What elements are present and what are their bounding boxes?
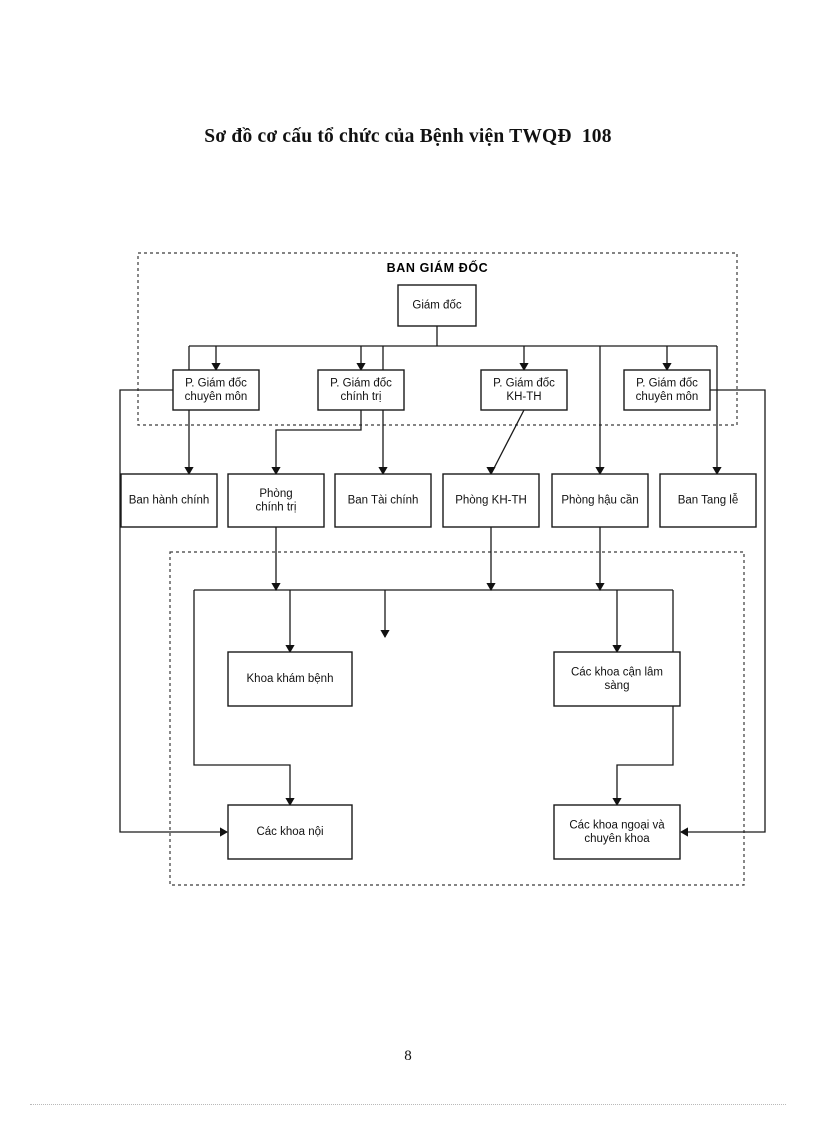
political-dept-elbow — [275, 410, 362, 474]
page-number: 8 — [404, 1048, 412, 1064]
group-label-ban-giam-doc: BAN GIÁM ĐỐC — [387, 260, 489, 275]
arrowhead-to-cac-khoa-can-lam-sang — [612, 645, 622, 653]
arrowhead-to-khoa-kham-benh — [285, 645, 295, 653]
node-label-phong-kh-th: Phòng KH-TH — [455, 495, 527, 507]
node-box-phong-hau-can[interactable] — [551, 473, 649, 528]
node-label-ban-tai-chinh: Ban Tài chính — [348, 495, 419, 507]
node-label-cac-khoa-can-lam-sang: Các khoa cận lâm — [571, 666, 663, 678]
node-pgd-chuyen-mon-1[interactable]: P. Giám đốc chuyên môn — [172, 369, 260, 411]
node-box-cac-khoa-can-lam-sang[interactable] — [553, 651, 681, 707]
node-box-ban-tang-le[interactable] — [659, 473, 757, 528]
node-box-phong-kh-th[interactable] — [442, 473, 540, 528]
khth-drop-line — [490, 409, 525, 475]
right-side-return-path — [681, 389, 766, 833]
node-label-pgd-chuyen-mon-2: P. Giám đốc — [636, 377, 698, 389]
node-label-cac-khoa-can-lam-sang: sàng — [605, 680, 630, 692]
node-cac-khoa-can-lam-sang[interactable]: Các khoa cận lâm sàng — [553, 651, 681, 707]
node-ban-hanh-chinh[interactable]: Ban hành chính — [120, 473, 218, 528]
arrowhead-to-ban-tai-chinh — [378, 467, 388, 475]
node-box-giam-doc[interactable] — [397, 284, 477, 327]
node-label-pgd-chuyen-mon-2: chuyên môn — [636, 391, 699, 403]
node-pgd-chinh-tri[interactable]: P. Giám đốc chính trị — [317, 369, 405, 411]
node-box-cac-khoa-ngoai[interactable] — [553, 804, 681, 860]
node-label-cac-khoa-ngoai: Các khoa ngoại và — [569, 819, 665, 831]
node-box-ban-tai-chinh[interactable] — [334, 473, 432, 528]
node-box-pgd-kh-th[interactable] — [480, 369, 568, 411]
node-label-pgd-chinh-tri: P. Giám đốc — [330, 377, 392, 389]
node-label-pgd-chuyen-mon-1: P. Giám đốc — [185, 377, 247, 389]
node-label-phong-hau-can: Phòng hậu cần — [561, 495, 638, 507]
left-side-return-path — [119, 389, 227, 833]
arrowhead-to-pgd-chinh-tri — [356, 363, 366, 371]
arrowhead-into-clinical-bus-phong-kh-th — [486, 583, 496, 591]
node-pgd-chuyen-mon-2[interactable]: P. Giám đốc chuyên môn — [623, 369, 711, 411]
node-box-phong-chinh-tri[interactable] — [227, 473, 325, 528]
node-phong-kh-th[interactable]: Phòng KH-TH — [442, 473, 540, 528]
node-box-pgd-chuyen-mon-1[interactable] — [172, 369, 260, 411]
node-label-phong-chinh-tri: Phòng — [259, 488, 292, 500]
node-ban-tang-le[interactable]: Ban Tang lễ — [659, 473, 757, 528]
node-label-pgd-kh-th: P. Giám đốc — [493, 377, 555, 389]
node-phong-hau-can[interactable]: Phòng hậu cần — [551, 473, 649, 528]
arrowhead-into-cac-khoa-noi-left — [220, 827, 228, 837]
node-box-cac-khoa-noi[interactable] — [227, 804, 353, 860]
arrowhead-to-pgd-chuyen-mon-2 — [662, 363, 672, 371]
group-boundary-khoi-chuyen-mon — [169, 551, 745, 886]
arrowhead-to-cac-khoa-ngoai — [612, 798, 622, 806]
node-box-ban-hanh-chinh[interactable] — [120, 473, 218, 528]
arrowhead-to-cac-khoa-noi — [285, 798, 295, 806]
page-title: Sơ đồ cơ cấu tổ chức của Bệnh viện TWQĐ … — [204, 126, 612, 147]
node-box-khoa-kham-benh[interactable] — [227, 651, 353, 707]
node-label-phong-chinh-tri: chính trị — [256, 501, 297, 513]
arrowhead-into-cac-khoa-ngoai-right — [680, 827, 688, 837]
arrowhead-to-phong-chinh-tri — [271, 467, 281, 475]
arrowhead-to-ban-tang-le — [712, 467, 722, 475]
node-label-cac-khoa-noi: Các khoa nội — [256, 826, 323, 838]
node-label-ban-hanh-chinh: Ban hành chính — [129, 495, 210, 507]
arrowhead-clinical-bus-stub — [380, 630, 390, 638]
arrowhead-to-pgd-kh-th — [519, 363, 529, 371]
node-label-ban-tang-le: Ban Tang lễ — [678, 494, 739, 507]
node-label-cac-khoa-ngoai: chuyên khoa — [584, 833, 650, 845]
node-cac-khoa-noi[interactable]: Các khoa nội — [227, 804, 353, 860]
node-ban-tai-chinh[interactable]: Ban Tài chính — [334, 473, 432, 528]
node-label-pgd-kh-th: KH-TH — [506, 391, 541, 403]
node-box-pgd-chuyen-mon-2[interactable] — [623, 369, 711, 411]
arrowhead-to-ban-hanh-chinh — [184, 467, 194, 475]
footer-divider — [30, 1104, 786, 1105]
node-label-khoa-kham-benh: Khoa khám bệnh — [247, 673, 334, 685]
node-label-giam-doc: Giám đốc — [412, 300, 461, 312]
group-boundary-ban-giam-doc — [137, 252, 738, 426]
node-label-pgd-chuyen-mon-1: chuyên môn — [185, 391, 248, 403]
left-bracket-path — [193, 590, 291, 805]
node-giam-doc[interactable]: Giám đốc — [397, 284, 477, 327]
node-box-pgd-chinh-tri[interactable] — [317, 369, 405, 411]
arrowhead-into-clinical-bus-phong-hau-can — [595, 583, 605, 591]
arrowhead-into-clinical-bus-phong-chinh-tri — [271, 583, 281, 591]
node-cac-khoa-ngoai[interactable]: Các khoa ngoại và chuyên khoa — [553, 804, 681, 860]
arrowhead-to-phong-hau-can — [595, 467, 605, 475]
node-khoa-kham-benh[interactable]: Khoa khám bệnh — [227, 651, 353, 707]
node-label-pgd-chinh-tri: chính trị — [341, 391, 382, 403]
arrowhead-to-phong-kh-th — [486, 467, 496, 475]
arrowhead-to-pgd-chuyen-mon-1 — [211, 363, 221, 371]
